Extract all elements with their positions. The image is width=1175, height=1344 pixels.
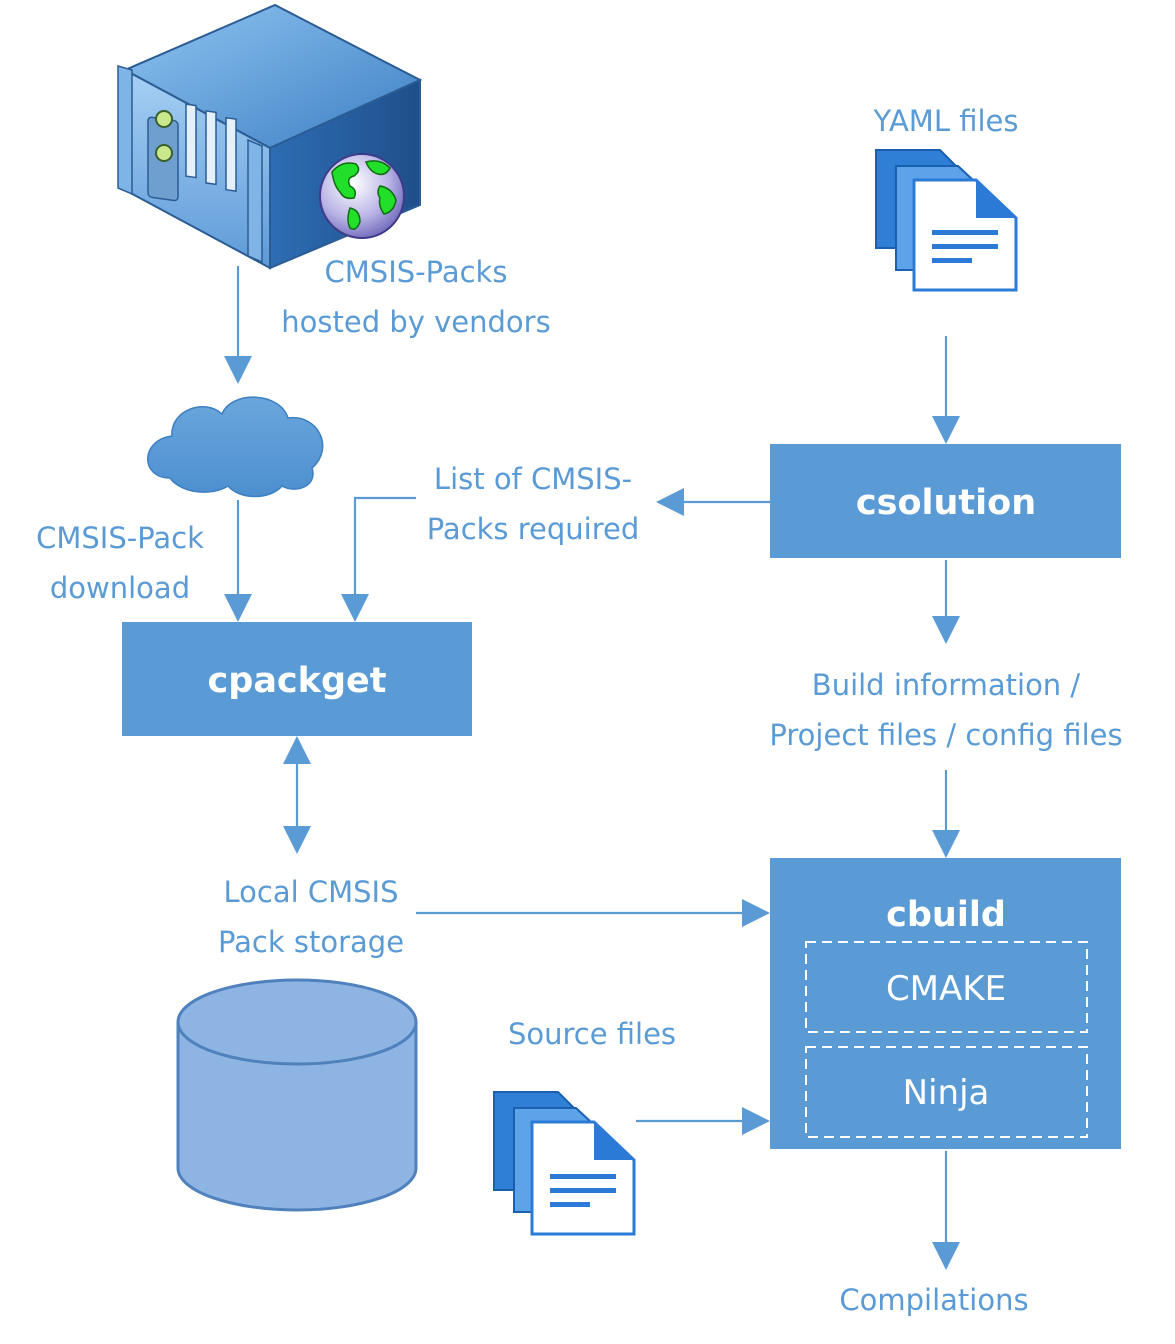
csolution-box: csolution [770,444,1121,558]
build-info-label-line2: Project files / config files [769,718,1122,752]
ninja-label: Ninja [903,1073,990,1113]
local-storage-label-line2: Pack storage [218,925,404,959]
packs-hosted-label-line2: hosted by vendors [281,305,550,339]
build-info-label-line1: Build information / [812,668,1081,702]
cbuild-box: cbuild CMAKE Ninja [770,858,1121,1149]
cmake-box [805,941,1088,1033]
pack-download-label-line1: CMSIS-Pack [36,521,204,555]
csolution-label: csolution [856,483,1036,523]
yaml-files-icon [875,149,1018,292]
pack-download-label-line2: download [50,571,190,605]
database-icon [176,978,418,1212]
cbuild-label: cbuild [886,895,1006,935]
compilations-label: Compilations [839,1283,1028,1317]
arrow-pack-list-to-cpackget [341,496,416,622]
ninja-box [805,1046,1088,1138]
cmake-label: CMAKE [886,969,1006,1009]
source-files-icon [493,1091,636,1236]
packs-hosted-label-line1: CMSIS-Packs [325,255,508,289]
globe-icon [319,153,405,239]
packs-required-label-line1: List of CMSIS- [434,462,632,496]
packs-required-label-line2: Packs required [427,512,640,546]
source-files-label: Source files [508,1017,676,1051]
cpackget-box: cpackget [122,622,472,736]
local-storage-label-line1: Local CMSIS [223,875,398,909]
cloud-icon [147,396,324,498]
cpackget-label: cpackget [208,661,387,701]
yaml-files-label: YAML files [873,104,1019,138]
